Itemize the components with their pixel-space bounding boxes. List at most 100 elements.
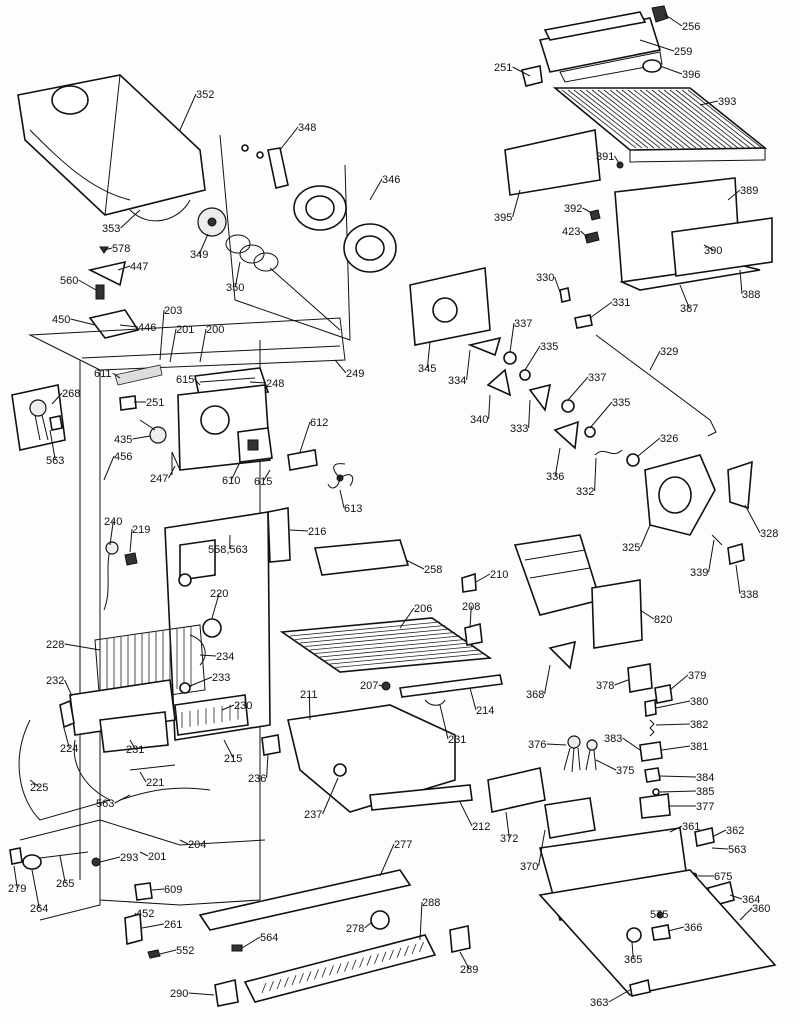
leader-line-l456	[103, 455, 115, 481]
part-label-l391: 391	[596, 151, 614, 163]
leader-line-l224	[63, 727, 70, 749]
panel-395	[504, 129, 601, 196]
part-279	[9, 847, 23, 865]
leader-line-l366	[667, 926, 685, 932]
part-label-l393: 393	[718, 96, 736, 108]
shelf-hatch-line	[633, 89, 709, 149]
part-label-l382: 382	[690, 719, 708, 731]
arm-336	[553, 420, 579, 450]
part-label-l370: 370	[520, 861, 538, 873]
part-label-l236: 236	[248, 773, 266, 785]
leader-line-l258	[405, 559, 425, 570]
part-362	[694, 827, 715, 847]
part-label-l329: 329	[660, 346, 678, 358]
tube-234	[189, 634, 206, 666]
leader-line-l376	[546, 743, 567, 746]
part-label-l224: 224	[60, 743, 78, 755]
leader-line-l392	[582, 207, 593, 214]
leader-line-l203	[159, 309, 165, 361]
clip-289	[449, 925, 471, 953]
part-label-l231b: 231	[126, 744, 144, 756]
leader-line-l247	[168, 465, 176, 479]
leader-line-l615b	[262, 469, 271, 482]
part-label-l615: 615	[176, 374, 194, 386]
cover-345	[409, 267, 491, 346]
part-label-l447: 447	[130, 261, 148, 273]
leader-line-l384	[659, 775, 697, 778]
switch-251	[119, 395, 137, 411]
base-frame-204	[19, 819, 266, 921]
leader-line-l333	[528, 399, 531, 429]
leader-line-l231b	[129, 739, 136, 750]
screw-423	[584, 231, 600, 244]
grille-slot	[411, 943, 417, 955]
part-609	[134, 882, 153, 901]
part-label-l390: 390	[704, 245, 722, 257]
leader-line-l251a	[512, 66, 531, 77]
lever-333	[528, 383, 552, 412]
leader-line-l396	[659, 65, 683, 75]
part-label-l615b: 615	[254, 476, 272, 488]
part-label-l335a: 335	[540, 341, 558, 353]
part-label-l206: 206	[414, 603, 432, 615]
part-label-l352: 352	[196, 89, 214, 101]
part-366	[651, 924, 671, 941]
spring-350	[225, 234, 341, 331]
cam-335a	[519, 369, 531, 381]
part-label-l361: 361	[682, 821, 700, 833]
rod-265	[39, 851, 89, 859]
part-label-l207: 207	[360, 680, 378, 692]
part-label-l251b: 251	[146, 397, 164, 409]
part-385	[652, 788, 660, 796]
leader-line-l249	[334, 359, 347, 374]
leader-line-l219	[129, 528, 133, 553]
spring-382	[649, 719, 655, 737]
top-bracket-259	[538, 11, 663, 83]
part-label-l338: 338	[740, 589, 758, 601]
leader-line-l225	[29, 779, 40, 788]
leader-line-l212	[459, 801, 473, 827]
leader-line-l210	[475, 573, 491, 583]
part-label-l360: 360	[752, 903, 770, 915]
leader-line-l380	[655, 700, 691, 709]
part-label-l261: 261	[164, 919, 182, 931]
clip-331	[574, 314, 593, 329]
leader-line-l331	[589, 301, 613, 319]
bulb-268	[11, 384, 66, 451]
part-612	[287, 449, 318, 471]
part-label-l231a: 231	[448, 734, 466, 746]
leader-line-l390	[703, 244, 714, 251]
part-label-l232: 232	[46, 675, 64, 687]
leader-line-l207	[378, 684, 383, 687]
part-label-l346: 346	[382, 174, 400, 186]
leader-line-l332	[594, 457, 597, 492]
part-label-l563a: 563	[46, 455, 64, 467]
socket-563	[49, 415, 63, 431]
grille-288-slots	[261, 941, 424, 994]
leader-line-l612	[299, 421, 311, 453]
leader-line-l378	[614, 679, 629, 686]
shelf-wire	[299, 628, 451, 644]
part-label-l264: 264	[30, 903, 48, 915]
leader-line-l232	[64, 679, 73, 697]
part-label-l237: 237	[304, 809, 322, 821]
part-label-l256: 256	[682, 21, 700, 33]
grille-slot	[381, 951, 387, 962]
shelf-hatch-line	[669, 89, 745, 149]
part-label-l383: 383	[604, 733, 622, 745]
shelf-wire	[294, 625, 446, 640]
leader-line-l613	[339, 489, 345, 509]
part-label-l289: 289	[460, 964, 478, 976]
leader-line-l388	[739, 269, 743, 295]
part-label-l435: 435	[114, 434, 132, 446]
part-label-l820: 820	[654, 614, 672, 626]
part-label-l249: 249	[346, 368, 364, 380]
leader-line-l452	[133, 912, 137, 917]
shelf-hatch-line	[639, 89, 715, 149]
leader-line-l423	[580, 230, 589, 239]
leader-line-l279	[13, 865, 18, 889]
shelf-hatch-line	[645, 89, 721, 149]
part-label-l558: 558,563	[208, 544, 248, 556]
